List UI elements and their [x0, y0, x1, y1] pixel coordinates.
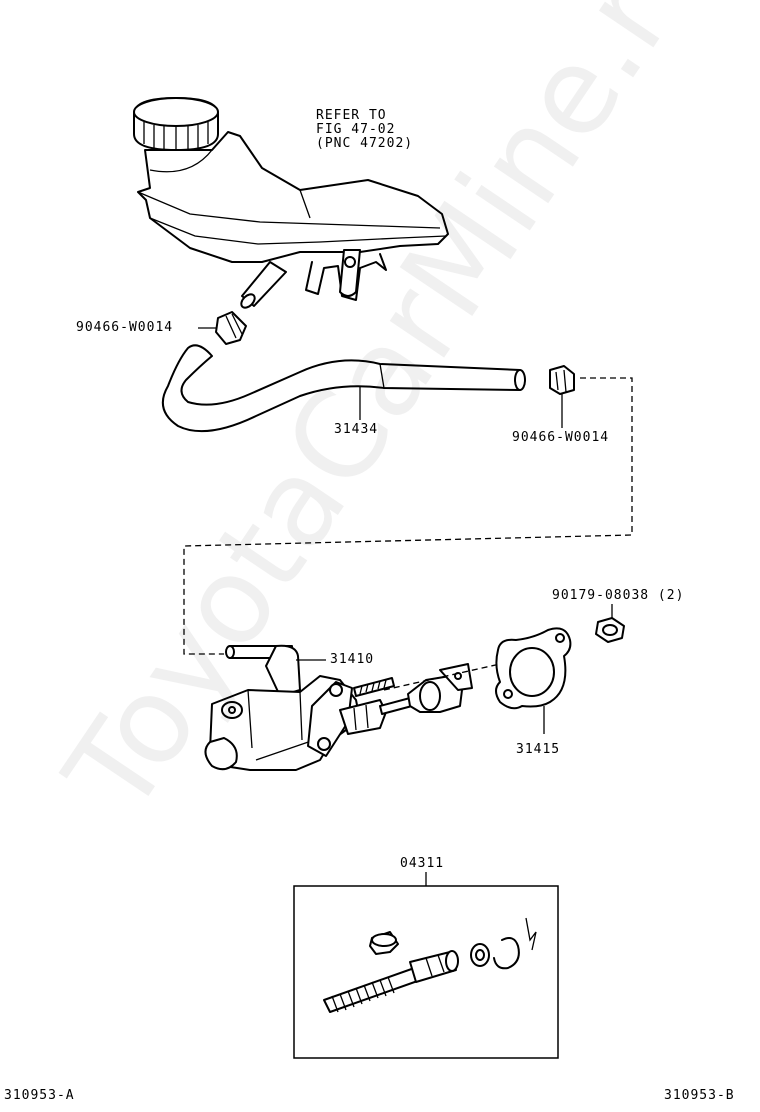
label-nut: 90179-08038 (2): [552, 588, 685, 603]
label-clip-upper: 90466-W0014: [76, 320, 174, 335]
refer-note-line1: REFER TO: [316, 108, 387, 123]
footer-right: 310953-B: [664, 1088, 735, 1103]
label-master-cylinder: 31410: [330, 652, 375, 667]
connection-dash: [183, 377, 633, 655]
refer-note-line3: (PNC 47202): [316, 136, 414, 151]
clutch-master-cylinder: [204, 644, 473, 771]
hose-clip-right: [549, 365, 575, 395]
flange-nut: [595, 617, 625, 643]
reservoir-tank: [133, 97, 449, 309]
cylinder-gasket: [495, 627, 572, 710]
footer-left: 310953-A: [4, 1088, 75, 1103]
refer-note-line2: FIG 47-02: [316, 122, 396, 137]
label-clip-right: 90466-W0014: [512, 430, 610, 445]
label-gasket: 31415: [516, 742, 561, 757]
label-kit: 04311: [400, 856, 445, 871]
reservoir-hose: [161, 344, 526, 433]
label-hose: 31434: [334, 422, 379, 437]
hose-clip-upper: [215, 311, 247, 345]
kit-contents: [323, 917, 537, 1013]
